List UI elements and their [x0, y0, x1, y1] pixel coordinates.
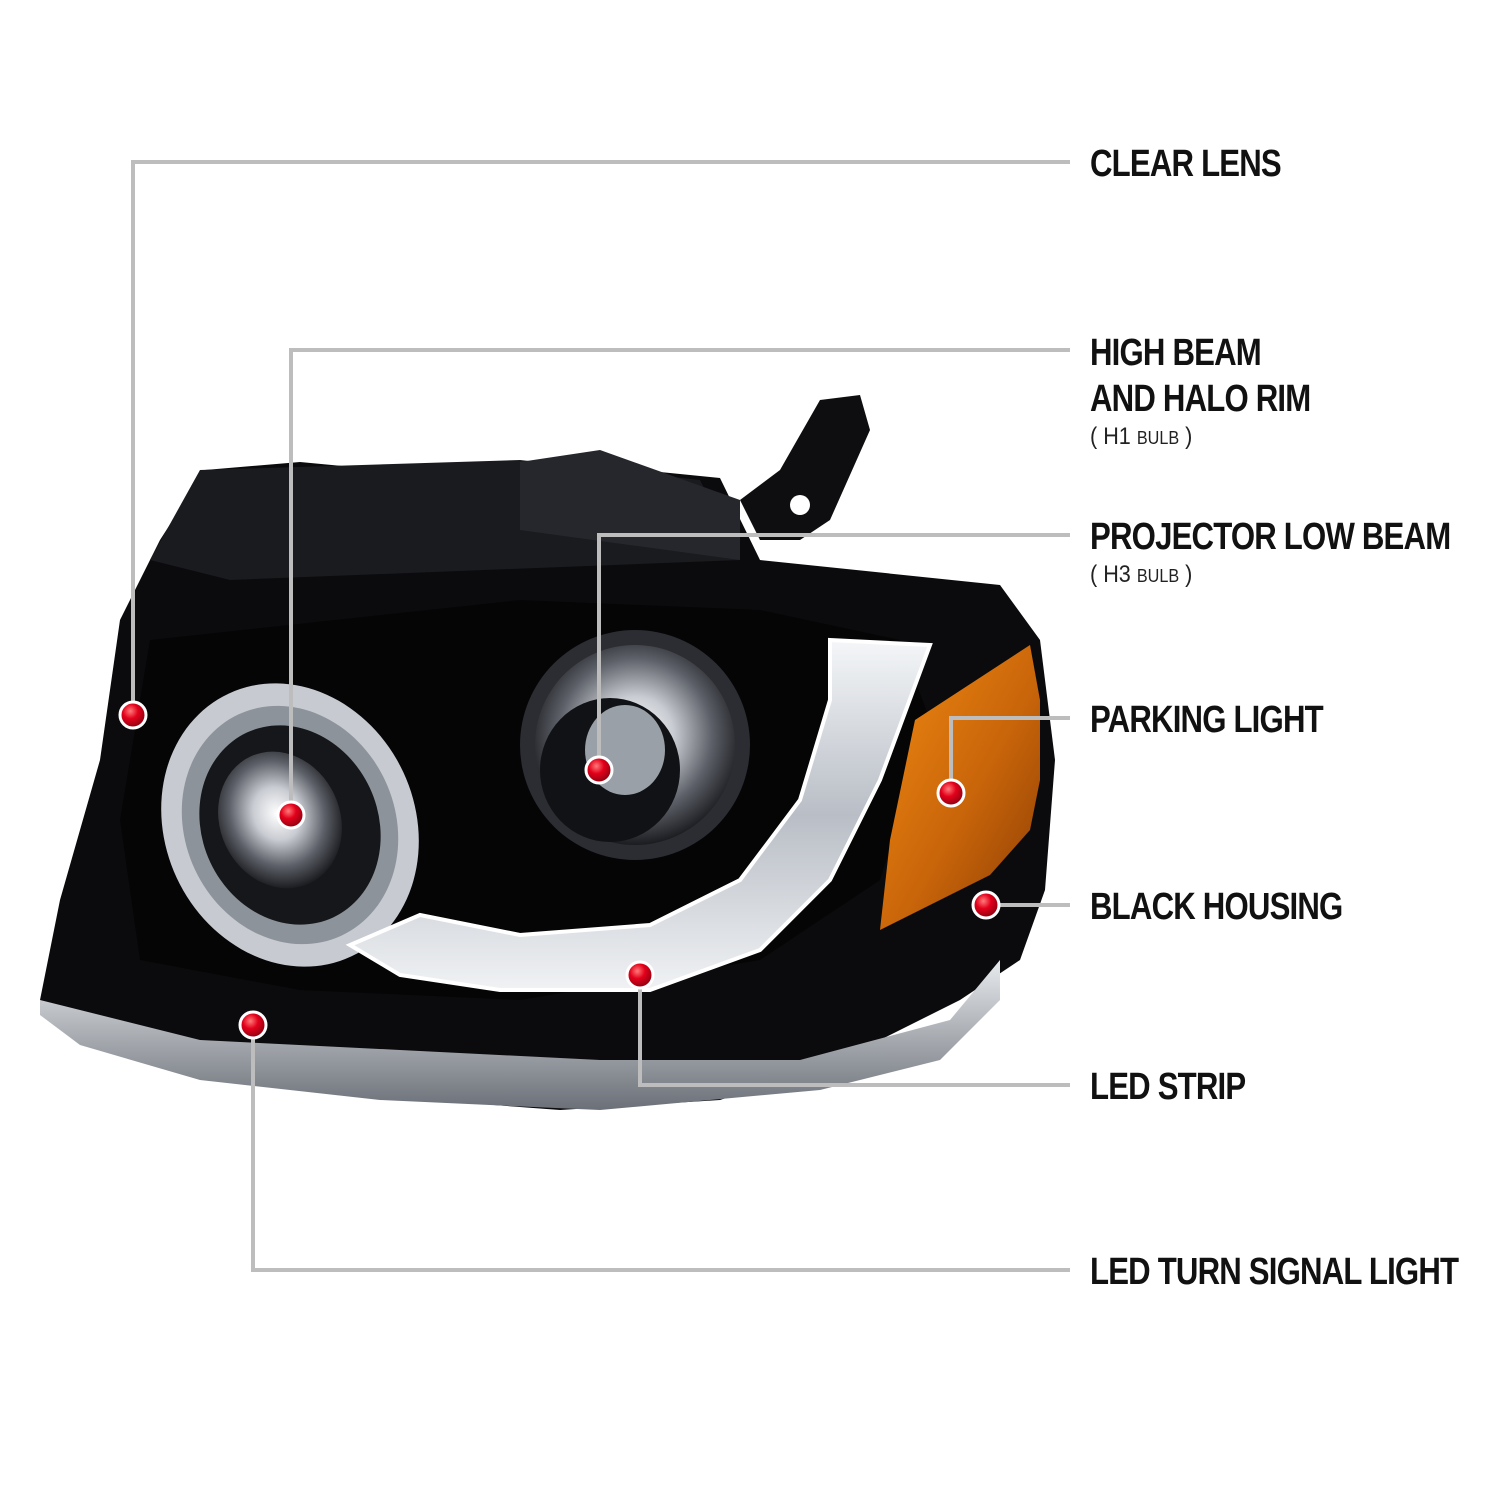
label-clear-lens: CLEAR LENS: [1090, 141, 1323, 187]
label-housing-text: BLACK HOUSING: [1090, 886, 1343, 928]
marker-led-strip: [625, 960, 655, 990]
leader-line-clear-lens: [131, 160, 1070, 715]
projector-lens: [520, 630, 750, 860]
marker-high-beam: [276, 800, 306, 830]
label-high-beam-line2: AND HALO RIM: [1090, 378, 1311, 420]
leader-line-parking: [949, 716, 1070, 793]
label-clear-lens-text: CLEAR LENS: [1090, 143, 1282, 185]
label-black-housing: BLACK HOUSING: [1090, 884, 1398, 930]
label-turn-signal-text: LED TURN SIGNAL LIGHT: [1090, 1251, 1459, 1293]
leader-line-high-beam: [289, 348, 1070, 815]
led-strip-shape: [345, 637, 933, 992]
label-parking-text: PARKING LIGHT: [1090, 699, 1324, 741]
bulb-code-h3: H3: [1103, 561, 1131, 588]
marker-clear-lens: [118, 700, 148, 730]
label-projector-bulb: ( H3 BULB ): [1090, 561, 1193, 588]
leader-line-turn-signal: [251, 1025, 1070, 1272]
leader-line-led-strip: [638, 975, 1070, 1087]
label-led-strip: LED STRIP: [1090, 1064, 1279, 1110]
bulb-word-h1: BULB: [1136, 428, 1180, 448]
label-projector-low-beam: PROJECTOR LOW BEAM ( H3 BULB ): [1090, 514, 1500, 591]
bottom-lens-strip: [40, 960, 1000, 1110]
label-high-beam-line1: HIGH BEAM: [1090, 332, 1262, 374]
leader-line-projector: [597, 533, 1070, 770]
leader-lines: [131, 160, 1070, 1272]
label-projector-text: PROJECTOR LOW BEAM: [1090, 516, 1451, 558]
label-parking-light: PARKING LIGHT: [1090, 697, 1374, 743]
marker-housing: [971, 890, 1001, 920]
callout-markers: [118, 700, 1001, 1040]
label-high-beam-bulb: ( H1 BULB ): [1090, 423, 1193, 450]
bulb-word-h3: BULB: [1136, 566, 1180, 586]
marker-parking: [936, 778, 966, 808]
label-high-beam: HIGH BEAM AND HALO RIM ( H1 BULB ): [1090, 330, 1359, 453]
bulb-code-h1: H1: [1103, 423, 1131, 450]
label-led-strip-text: LED STRIP: [1090, 1066, 1246, 1108]
marker-projector: [584, 755, 614, 785]
label-led-turn-signal: LED TURN SIGNAL LIGHT: [1090, 1249, 1500, 1295]
marker-turn-signal: [238, 1010, 268, 1040]
